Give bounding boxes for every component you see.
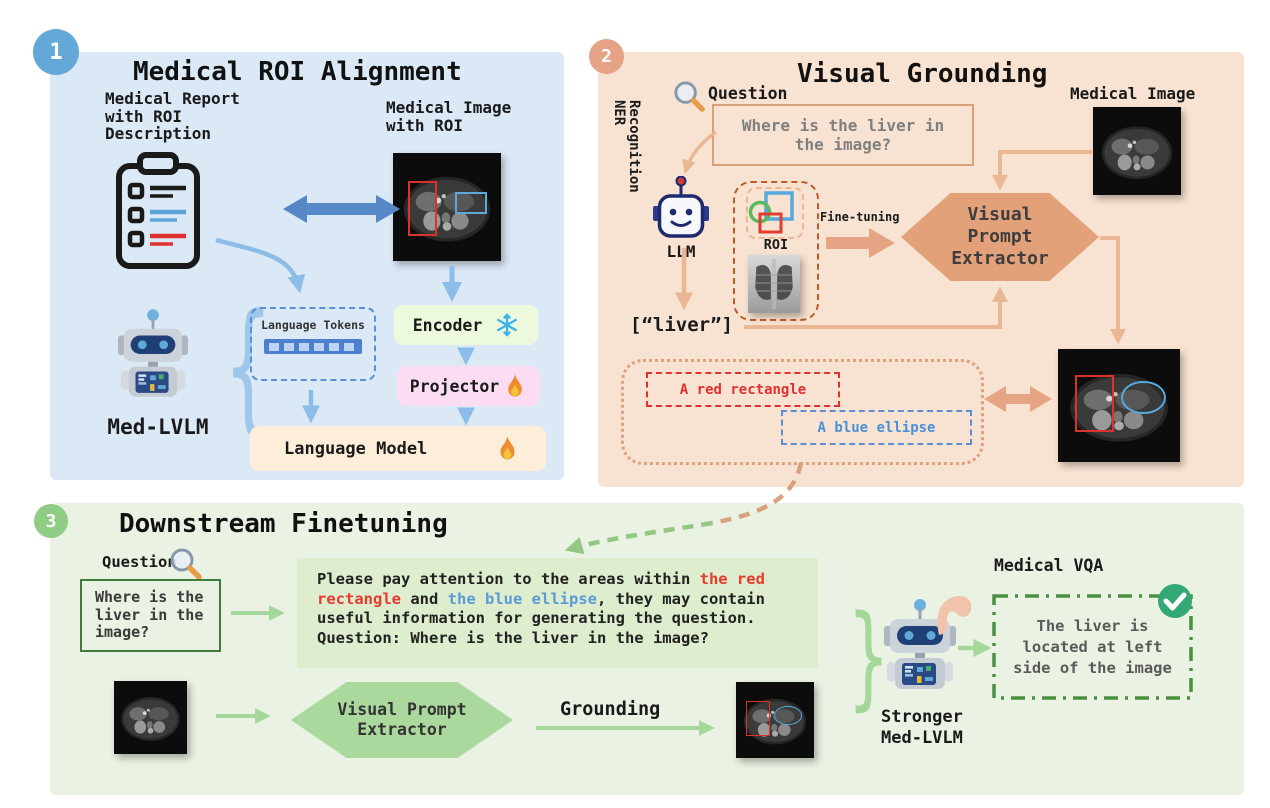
medical-vqa-label: Medical VQA bbox=[994, 556, 1104, 575]
snowflake-icon bbox=[497, 313, 518, 337]
panel2-number-badge: 2 bbox=[589, 39, 624, 74]
panel2-question-label: Question bbox=[708, 84, 788, 103]
blue-ellipse-roi bbox=[1121, 380, 1166, 414]
prompt-text: Please pay attention to the areas within… bbox=[317, 570, 765, 647]
red-rectangle-prompt: A red rectangle bbox=[646, 372, 840, 407]
grounded-image bbox=[1058, 349, 1180, 462]
language-tokens-box: Language Tokens bbox=[250, 307, 376, 381]
language-model-label: Language Model bbox=[284, 438, 428, 459]
merge-brace: } bbox=[847, 592, 891, 722]
vqa-answer-border bbox=[992, 594, 1193, 700]
panel1-number-badge: 1 bbox=[33, 29, 79, 75]
medical-image-roi-label: Medical Image with ROI bbox=[386, 98, 512, 135]
report-label: Medical Report with ROI Description bbox=[105, 89, 240, 143]
checkmark-icon bbox=[1158, 584, 1192, 618]
roi-shapes-icon bbox=[748, 191, 794, 234]
projector-label: Projector bbox=[409, 376, 500, 396]
medical-image-with-roi bbox=[393, 153, 501, 261]
panel3-number-badge: 3 bbox=[34, 504, 68, 538]
panel2-title: Visual Grounding bbox=[797, 59, 1048, 89]
panel1-title: Medical ROI Alignment bbox=[133, 57, 462, 87]
language-tokens-label: Language Tokens bbox=[261, 318, 365, 332]
prompt-box: Please pay attention to the areas within… bbox=[297, 558, 818, 668]
blue-roi-box bbox=[454, 191, 487, 215]
ner-recognition-label: NER Recognition bbox=[611, 100, 642, 193]
llm-robot-icon bbox=[653, 176, 709, 238]
medical-image-clean bbox=[1093, 107, 1181, 195]
stronger-med-lvlm-label: Stronger Med-LVLM bbox=[881, 707, 963, 748]
panel3-question-label: Question bbox=[102, 553, 177, 571]
magnifier-icon bbox=[168, 546, 204, 582]
language-model-box: Language Model bbox=[250, 426, 546, 471]
med-lvlm-robot-icon bbox=[118, 309, 188, 397]
ner-output-text: [“liver”] bbox=[630, 314, 733, 336]
panel3-grounded-image bbox=[736, 682, 814, 758]
blue-ellipse-prompt: A blue ellipse bbox=[781, 410, 972, 445]
med-lvlm-brace: { bbox=[223, 284, 274, 449]
panel3-title: Downstream Finetuning bbox=[119, 509, 448, 539]
fire-icon bbox=[500, 435, 515, 459]
vqa-answer-box: The liver is located at left side of the… bbox=[1013, 616, 1172, 677]
fire-icon bbox=[508, 373, 522, 397]
finetuning-label: Fine-tuning bbox=[820, 210, 900, 224]
panel2-medical-image-label: Medical Image bbox=[1070, 84, 1196, 103]
magnifier-icon bbox=[672, 79, 707, 114]
flex-arm-icon bbox=[937, 595, 972, 635]
encoder-box: Encoder bbox=[394, 305, 538, 345]
red-roi-box bbox=[746, 701, 770, 737]
token-bar bbox=[264, 339, 362, 354]
red-roi-box bbox=[408, 181, 437, 236]
medical-report-icon bbox=[116, 152, 200, 269]
blue-ellipse-roi bbox=[774, 706, 802, 726]
med-lvlm-label: Med-LVLM bbox=[107, 415, 209, 439]
panel3-visual-prompt-extractor-hexagon: Visual Prompt Extractor bbox=[291, 682, 513, 758]
xray-image bbox=[748, 255, 800, 313]
encoder-label: Encoder bbox=[412, 315, 483, 335]
panel3-question-box: Where is the liver in the image? bbox=[80, 579, 221, 652]
llm-label: LLM bbox=[666, 242, 696, 261]
roi-container: ROI bbox=[733, 181, 819, 321]
roi-label: ROI bbox=[763, 237, 789, 253]
panel3-medical-image bbox=[114, 681, 187, 754]
projector-box: Projector bbox=[397, 366, 540, 406]
roi-shapes-frame bbox=[746, 187, 804, 239]
red-roi-box bbox=[1075, 374, 1115, 433]
grounding-label: Grounding bbox=[560, 699, 661, 720]
panel2-question-box: Where is the liver in the image? bbox=[712, 104, 974, 166]
